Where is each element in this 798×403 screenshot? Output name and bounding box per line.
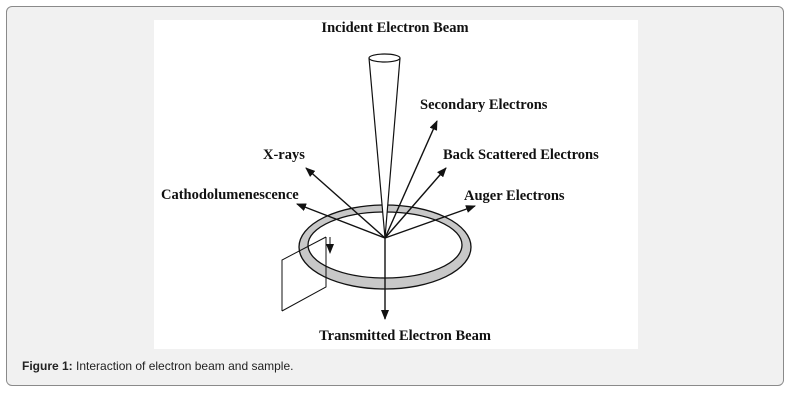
figure-caption: Figure 1: Interaction of electron beam a… [22,359,293,373]
backscattered-electrons-arrow [384,167,447,239]
auger-electrons-label: Auger Electrons [464,188,565,204]
cathodolumenescence-arrow [296,203,386,239]
secondary-electrons-arrow [384,120,438,239]
sample-ring [298,204,472,290]
incident-beam-top [368,53,401,63]
xrays-label: X-rays [263,147,305,163]
backscattered-electrons-label: Back Scattered Electrons [443,147,599,163]
transmitted-beam-label: Transmitted Electron Beam [319,328,491,344]
caption-text: Interaction of electron beam and sample. [72,359,294,373]
caption-label: Figure 1: [22,359,73,373]
cathodolumenescence-label: Cathodolumenescence [161,187,299,203]
secondary-electrons-label: Secondary Electrons [420,97,548,113]
thickness-indicator [281,236,334,312]
xrays-arrow [305,167,386,239]
incident-beam-label: Incident Electron Beam [321,20,468,36]
auger-electrons-arrow [384,205,476,239]
